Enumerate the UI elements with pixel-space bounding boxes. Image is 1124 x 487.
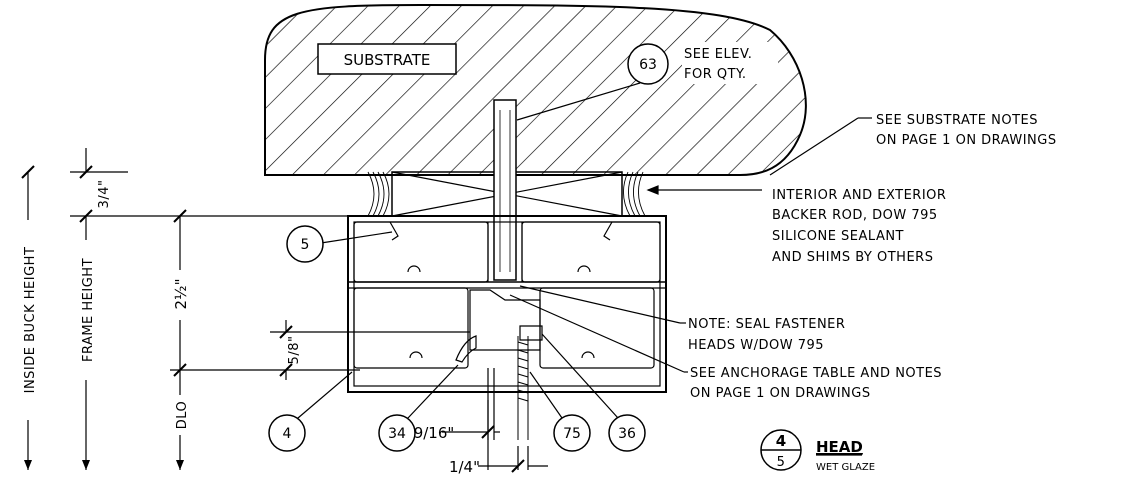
two-half-label: 2½"	[172, 279, 190, 310]
substrate-label-box	[317, 43, 457, 75]
sealant-notes-line3: SILICONE SEALANT	[772, 229, 904, 244]
elev-note-line1: SEE ELEV.	[684, 47, 752, 62]
leader-sealant	[646, 185, 762, 195]
dimension-ticks	[21, 165, 525, 473]
callout-5: 5	[286, 225, 393, 263]
nine-sixteenth-label: 9/16"	[414, 424, 455, 442]
title-block: 4 5 HEAD WET GLAZE	[760, 429, 875, 473]
thread-screw	[517, 336, 529, 440]
svg-text:63: 63	[639, 57, 657, 73]
leader-substrate	[769, 117, 872, 176]
svg-text:36: 36	[618, 426, 636, 442]
callout-34: 34	[378, 364, 459, 452]
callout-36: 36	[541, 333, 646, 452]
callout-63: 63	[516, 43, 669, 121]
three-quarter-label: 3/4"	[97, 180, 112, 209]
substrate-label: SUBSTRATE	[344, 51, 431, 69]
dlo-label: DLO	[175, 401, 190, 430]
svg-text:34: 34	[388, 426, 406, 442]
detail-title: HEAD	[816, 438, 863, 456]
frame-height-label: FRAME HEIGHT	[81, 258, 96, 362]
detail-subtitle: WET GLAZE	[816, 462, 875, 473]
sealant-notes-line4: AND SHIMS BY OTHERS	[772, 250, 933, 265]
elev-note-mask	[682, 42, 778, 84]
elev-note-line2: FOR QTY.	[684, 67, 747, 82]
five-eighth-label: 5/8"	[287, 336, 302, 365]
anchorage-notes-line2: ON PAGE 1 ON DRAWINGS	[690, 386, 871, 401]
svg-text:75: 75	[563, 426, 581, 442]
inside-buck-height-label: INSIDE BUCK HEIGHT	[23, 247, 38, 394]
svg-text:5: 5	[301, 237, 310, 253]
substrate-notes-line2: ON PAGE 1 ON DRAWINGS	[876, 133, 1057, 148]
detail-number: 4	[776, 432, 786, 450]
anchor-fastener	[493, 99, 517, 281]
substrate: SUBSTRATE SEE ELEV. FOR QTY.	[264, 3, 807, 176]
one-quarter-label: 1/4"	[449, 458, 480, 476]
sealant-notes-line1: INTERIOR AND EXTERIOR	[772, 188, 946, 203]
sheet-number: 5	[777, 455, 786, 470]
substrate-outline	[264, 3, 807, 176]
anchorage-notes-line1: SEE ANCHORAGE TABLE AND NOTES	[690, 366, 942, 381]
callout-4: 4	[268, 371, 353, 452]
fastener-notes-line2: HEADS W/DOW 795	[688, 338, 824, 353]
sealant-notes-line2: BACKER ROD, DOW 795	[772, 208, 938, 223]
callout-75: 75	[529, 371, 591, 452]
leader-fastener	[519, 285, 686, 324]
leader-anchorage	[509, 294, 688, 373]
substrate-notes-line1: SEE SUBSTRATE NOTES	[876, 113, 1038, 128]
svg-text:4: 4	[283, 426, 292, 442]
dimension-arrows	[24, 460, 184, 470]
fastener-notes-line1: NOTE: SEAL FASTENER	[688, 317, 845, 332]
aluminum-frame	[347, 215, 667, 393]
